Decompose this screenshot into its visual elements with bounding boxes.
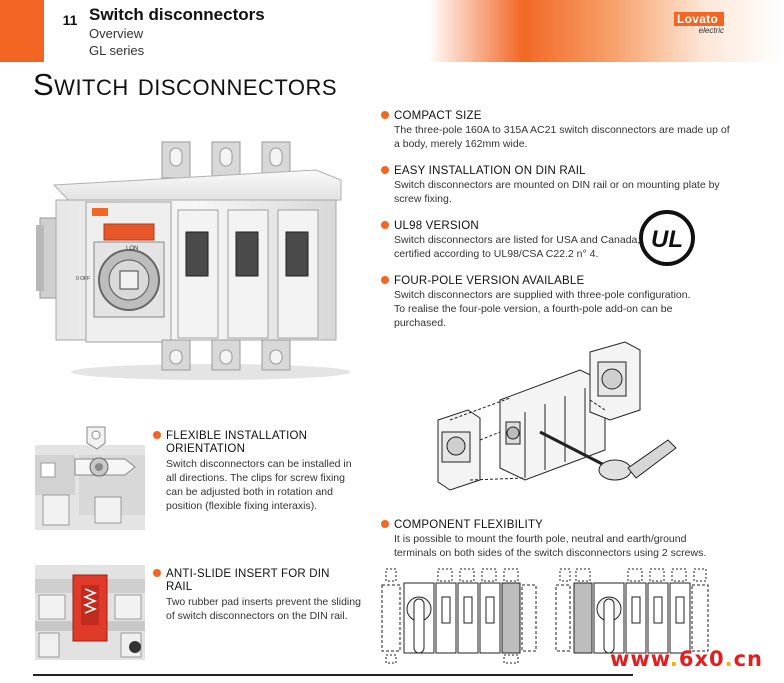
chapter-number: 11: [59, 11, 81, 29]
footer-rule: [33, 674, 633, 676]
bullet-dot: [381, 166, 389, 174]
flexible-orientation-image: [35, 426, 145, 530]
header-title: Switch disconnectors: [89, 5, 265, 24]
off-mark: 0 OFF: [76, 276, 90, 282]
brand-logo: Lovato electric: [674, 12, 724, 36]
feature-heading-fourpole: FOUR-POLE VERSION AVAILABLE: [381, 275, 584, 287]
bullet-dot: [153, 431, 161, 439]
feature-text-ul98: Switch disconnectors are listed for USA …: [394, 234, 641, 260]
feature-heading-ul98: UL98 VERSION: [381, 220, 479, 232]
feature-text-din: Switch disconnectors are mounted on DIN …: [394, 179, 720, 205]
header-gradient: [520, 0, 784, 62]
bullet-dot: [381, 520, 389, 528]
feature-text-compact: The three-pole 160A to 315A AC21 switch …: [394, 124, 730, 150]
anti-slide-insert-image: [35, 565, 145, 660]
bullet-dot: [153, 569, 161, 577]
knob-mark: I ON: [126, 246, 138, 252]
header-subtitle: Overview: [89, 26, 144, 41]
bullet-dot: [381, 276, 389, 284]
ul-listed-icon: UL: [639, 210, 695, 266]
brand-logo-top: Lovato: [674, 12, 724, 26]
component-flexibility-diagram: [381, 568, 709, 664]
feature-heading-flexible-2: ORIENTATION: [166, 443, 246, 455]
feature-heading-antislide-2: RAIL: [166, 581, 193, 593]
feature-heading-compact: COMPACT SIZE: [381, 110, 482, 122]
page-title: Switch disconnectors: [33, 67, 338, 102]
feature-text-fourpole: Switch disconnectors are supplied with t…: [394, 289, 691, 329]
header-series: GL series: [89, 43, 145, 58]
feature-text-flexible: Switch disconnectors can be installed in…: [166, 458, 352, 512]
exploded-view-image: [437, 341, 677, 491]
feature-text-component: It is possible to mount the fourth pole,…: [394, 533, 707, 559]
feature-heading-din: EASY INSTALLATION ON DIN RAIL: [381, 165, 586, 177]
feature-text-antislide: Two rubber pad inserts prevent the slidi…: [166, 596, 361, 622]
bullet-dot: [381, 221, 389, 229]
header-panel: [44, 0, 524, 62]
feature-heading-antislide: ANTI-SLIDE INSERT FOR DIN: [153, 568, 330, 580]
bullet-dot: [381, 111, 389, 119]
ul-mark: UL: [651, 226, 683, 253]
feature-heading-component: COMPONENT FLEXIBILITY: [381, 519, 543, 531]
brand-logo-bottom: electric: [698, 26, 724, 35]
watermark: www.6x0.cn: [610, 647, 764, 671]
feature-heading-flexible: FLEXIBLE INSTALLATION: [153, 430, 307, 442]
switch-disconnector-image: I ON 0 OFF: [36, 141, 351, 380]
